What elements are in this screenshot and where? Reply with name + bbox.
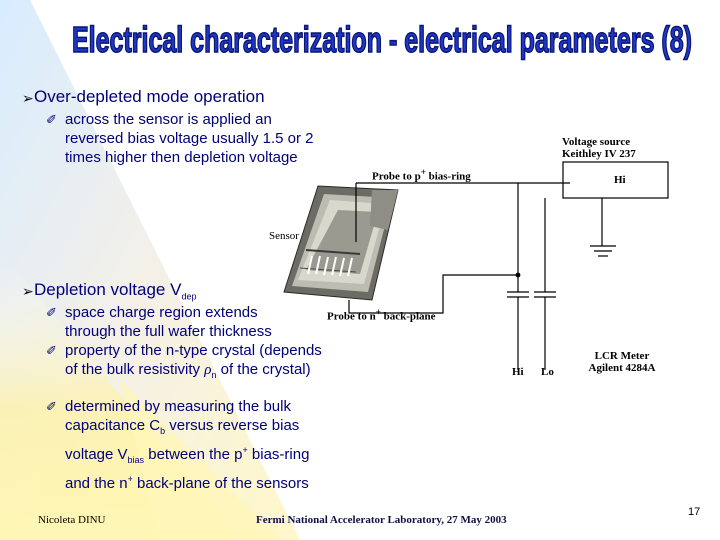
footer-lab: Fermi National Accelerator Laboratory, 2… bbox=[256, 514, 507, 526]
probe-n-text: Probe to n bbox=[327, 310, 376, 323]
lcr-meter-label: LCR Meter Agilent 4284A bbox=[582, 350, 662, 374]
probe-p-label: Probe to p+ bias-ring bbox=[372, 167, 471, 183]
sensor-photo bbox=[283, 185, 399, 301]
bullet-subscript: dep bbox=[181, 291, 197, 302]
bullet-arrow-icon: ➢ bbox=[22, 90, 34, 106]
bullet-arrow-icon: ➢ bbox=[22, 283, 34, 299]
pencil-icon: ✐ bbox=[46, 112, 57, 127]
sub-bullet-space-charge: space charge region extends through the … bbox=[65, 303, 305, 341]
probe-n-text-end: back-plane bbox=[380, 310, 436, 323]
probe-p-text: Probe to p bbox=[372, 170, 421, 183]
p-plus-superscript: + bbox=[242, 445, 248, 455]
pencil-icon: ✐ bbox=[46, 305, 57, 320]
rho-subscript: n bbox=[211, 370, 217, 380]
pencil-icon: ✐ bbox=[46, 343, 57, 358]
rho-symbol: ρ bbox=[204, 362, 212, 378]
lo-bottom-label: Lo bbox=[541, 366, 554, 378]
sub-bullet-determined: determined by measuring the bulk capacit… bbox=[65, 397, 317, 493]
sub-bullet-text-end: of the crystal) bbox=[216, 361, 311, 378]
sub-bullet-text: back-plane of the sensors bbox=[132, 475, 309, 492]
voltage-source-line2: Keithley IV 237 bbox=[562, 148, 636, 160]
sub-bullet-text: versus reverse bias voltage V bbox=[65, 417, 300, 463]
hi-top-label: Hi bbox=[614, 174, 626, 186]
lcr-meter-line2: Agilent 4284A bbox=[588, 362, 656, 374]
sub-bullet-text: space charge region extends through the … bbox=[65, 304, 272, 340]
probe-n-label: Probe to n+ back-plane bbox=[327, 307, 436, 323]
page-number: 17 bbox=[688, 506, 701, 518]
cb-subscript: b bbox=[160, 426, 166, 436]
hi-bottom-label: Hi bbox=[512, 366, 524, 378]
sub-bullet-over-depleted: across the sensor is applied an reversed… bbox=[65, 110, 315, 167]
probe-p-text-end: bias-ring bbox=[425, 170, 471, 183]
n-plus-superscript: + bbox=[127, 474, 133, 484]
sub-bullet-text: between the p bbox=[144, 446, 243, 463]
sensor-label: Sensor bbox=[269, 230, 299, 242]
lcr-meter-line1: LCR Meter bbox=[594, 350, 650, 362]
bullet-text: Over-depleted mode operation bbox=[34, 87, 265, 106]
pencil-icon: ✐ bbox=[46, 399, 57, 414]
probe-p-sup: + bbox=[420, 167, 426, 177]
sub-bullet-text: bias-ring and the n bbox=[65, 446, 310, 492]
vbias-subscript: bias bbox=[127, 455, 145, 465]
bullet-depletion-voltage: Depletion voltage Vdep bbox=[34, 280, 196, 301]
bullet-text: Depletion voltage V bbox=[34, 280, 182, 299]
slide-title-text: Electrical characterization - electrical… bbox=[72, 19, 692, 60]
sub-bullet-property: property of the n-type crystal (depends … bbox=[65, 341, 330, 385]
voltage-source-line1: Voltage source bbox=[562, 136, 631, 148]
bullet-over-depleted: Over-depleted mode operation bbox=[34, 87, 265, 107]
probe-n-sup: + bbox=[375, 307, 381, 317]
circuit-wires bbox=[348, 161, 669, 370]
slide-title: Electrical characterization - electrical… bbox=[71, 18, 693, 61]
footer-author: Nicoleta DINU bbox=[38, 514, 106, 526]
circuit-nodes bbox=[515, 272, 521, 278]
voltage-source-label: Voltage source Keithley IV 237 bbox=[562, 136, 636, 160]
sub-bullet-text: property of the n-type crystal (depends … bbox=[65, 342, 322, 378]
sub-bullet-text: determined by measuring the bulk capacit… bbox=[65, 398, 291, 434]
sub-bullet-text: across the sensor is applied an reversed… bbox=[65, 111, 314, 166]
